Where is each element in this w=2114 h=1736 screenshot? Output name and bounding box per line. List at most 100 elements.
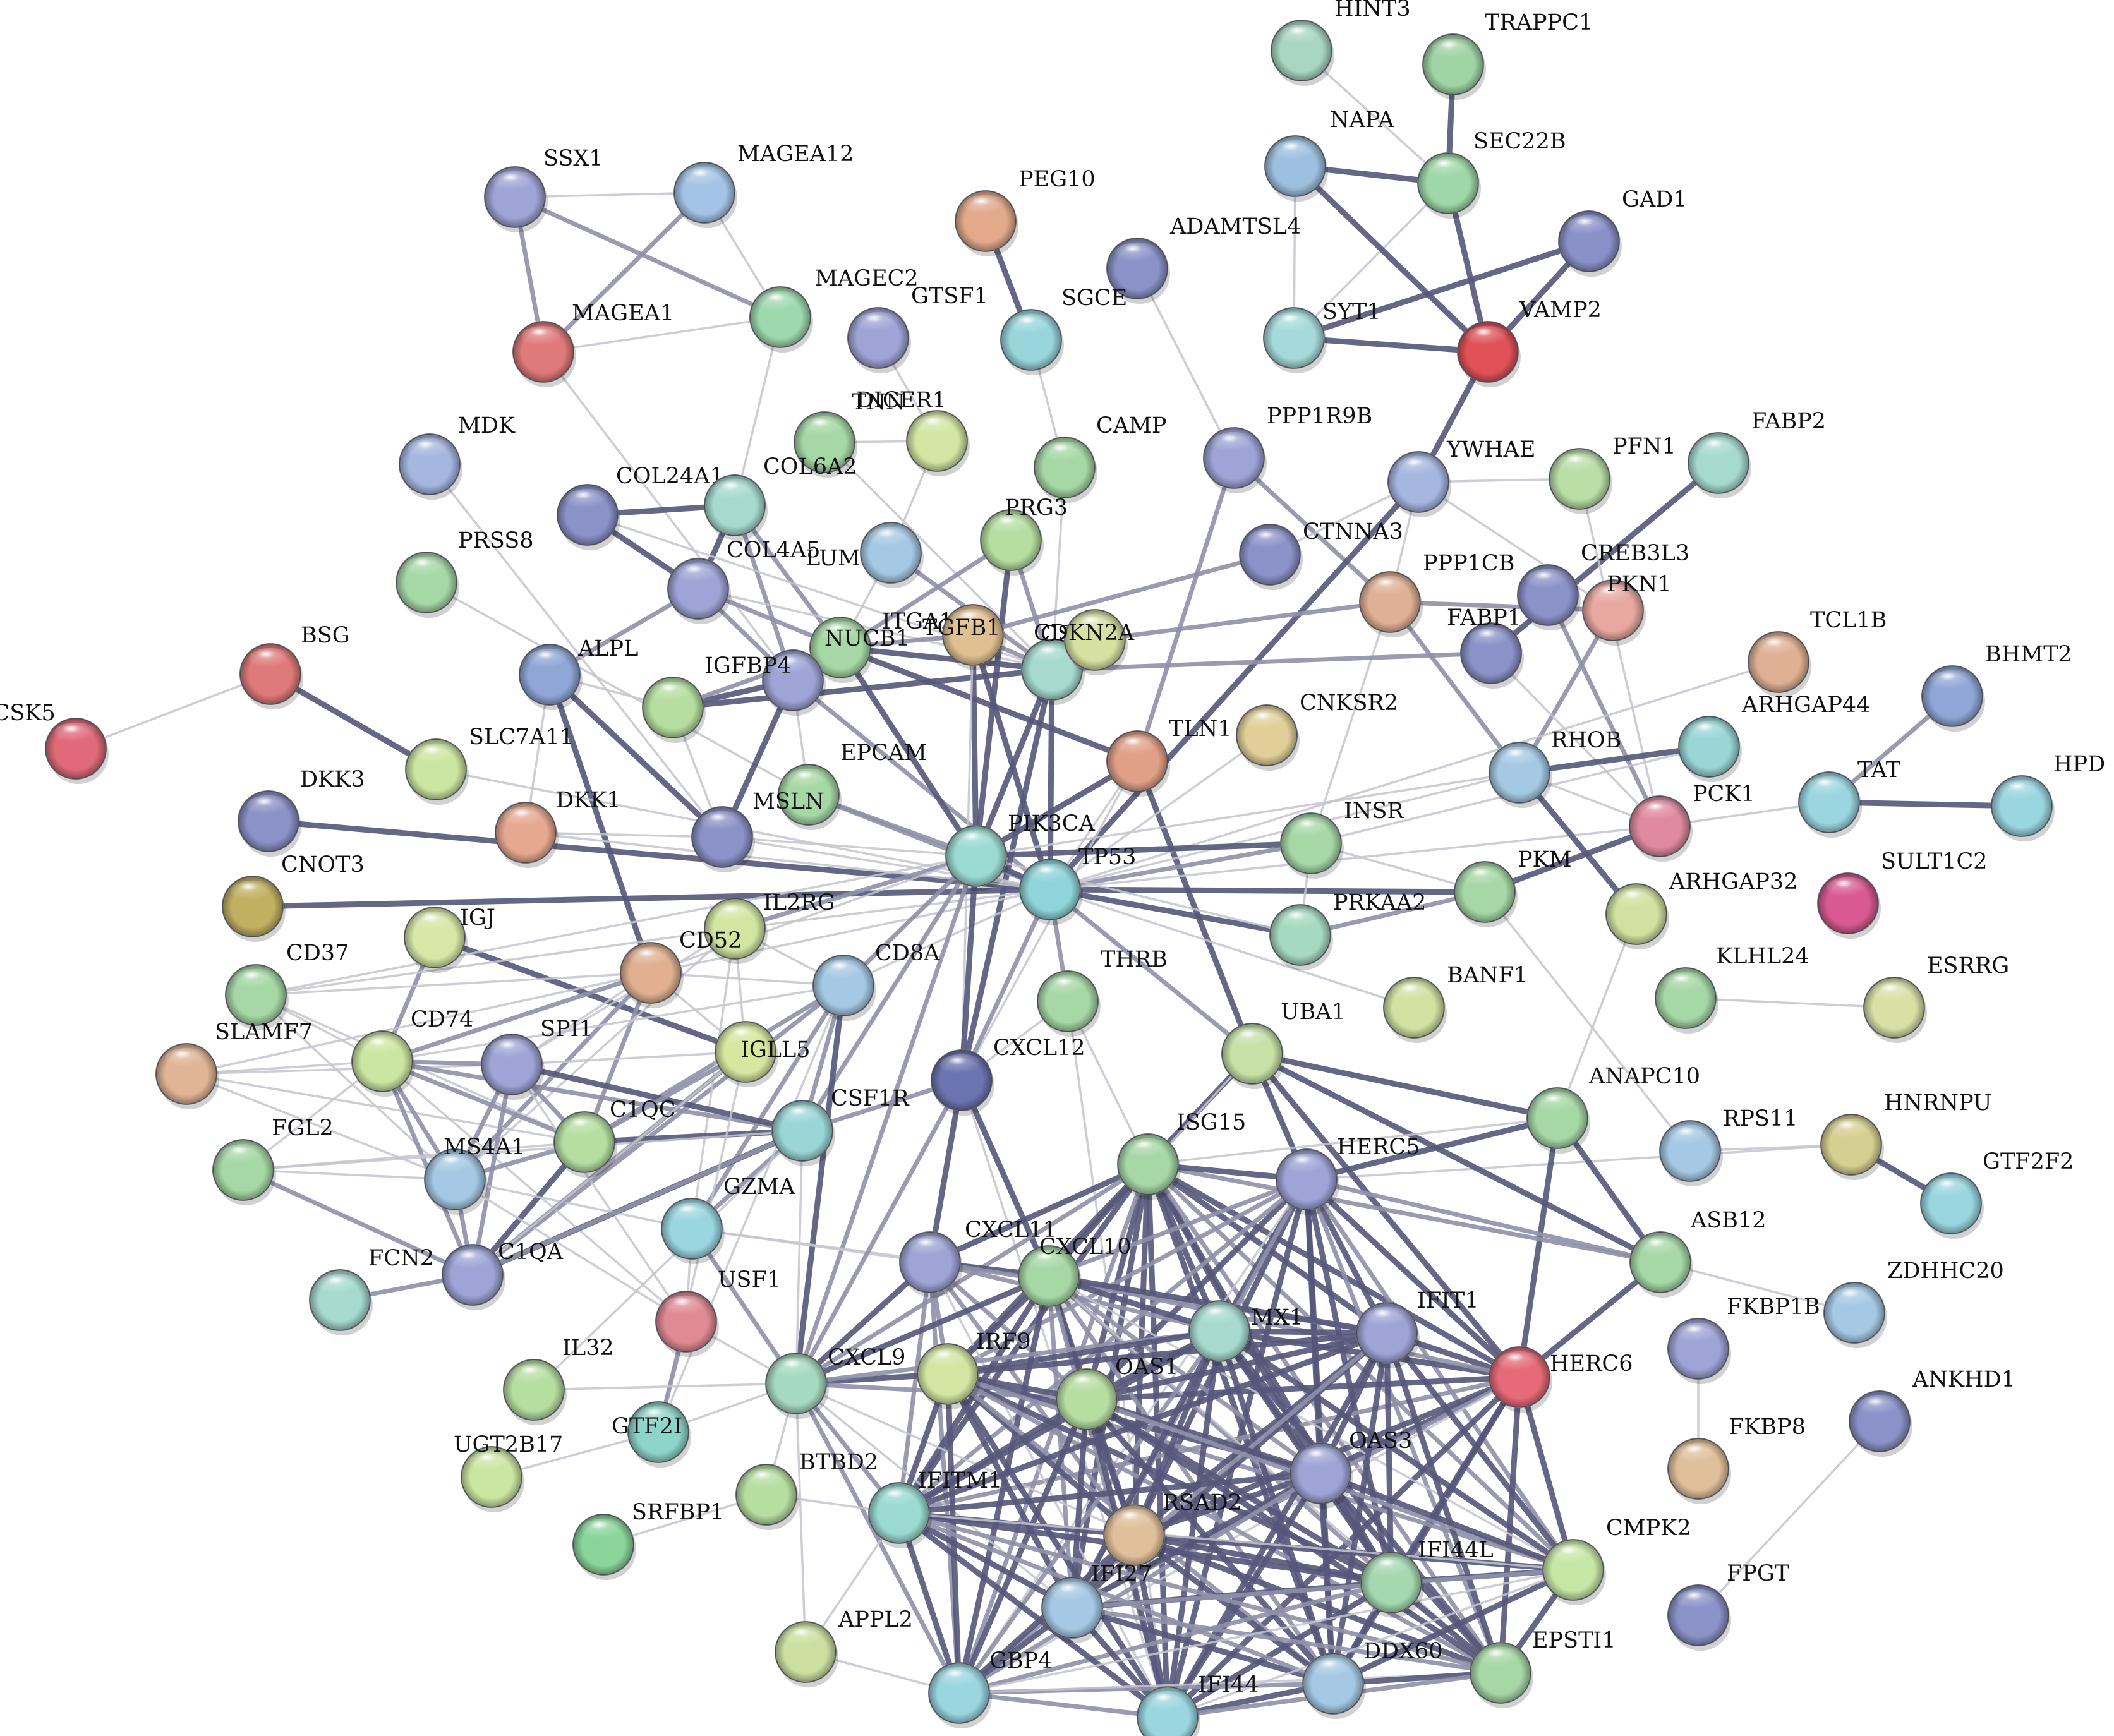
node-slamf7[interactable]: SLAMF7	[155, 1020, 313, 1109]
node-dkk1[interactable]: DKK1	[495, 788, 621, 868]
node-btbd2[interactable]: BTBD2	[735, 1450, 878, 1530]
node-usf1[interactable]: USF1	[655, 1267, 781, 1357]
node-gbp4[interactable]: GBP4	[928, 1648, 1053, 1728]
node-syt1[interactable]: SYT1	[1263, 299, 1381, 373]
node-tgfb1[interactable]: TGFB1	[922, 604, 1006, 670]
node-ssx1[interactable]: SSX1	[484, 146, 603, 232]
node-cnksr2[interactable]: CNKSR2	[1236, 690, 1398, 771]
node-col6a2[interactable]: COL6A2	[704, 454, 857, 541]
node-creb3l3[interactable]: CREB3L3	[1517, 541, 1689, 630]
node-oas3[interactable]: OAS3	[1290, 1428, 1412, 1509]
node-hint3[interactable]: HINT3	[1271, 0, 1411, 86]
node-tln1[interactable]: TLN1	[1106, 716, 1231, 797]
node-arhgap32[interactable]: ARHGAP32	[1605, 869, 1797, 949]
node-klhl24[interactable]: KLHL24	[1655, 944, 1809, 1034]
node-col4a5[interactable]: COL4A5	[667, 538, 821, 624]
node-oas1[interactable]: OAS1	[1056, 1354, 1178, 1435]
node-gad1[interactable]: GAD1	[1558, 187, 1688, 277]
node-pcsk5[interactable]: PCSK5	[0, 701, 109, 784]
node-ifit1[interactable]: IFIT1	[1356, 1288, 1479, 1368]
node-prg3[interactable]: PRG3	[980, 495, 1068, 576]
node-appl2[interactable]: APPL2	[775, 1607, 913, 1687]
node-camp[interactable]: CAMP	[1034, 413, 1166, 503]
node-peg10[interactable]: PEG10	[955, 167, 1096, 256]
node-banf1[interactable]: BANF1	[1383, 963, 1528, 1043]
node-alpl[interactable]: ALPL	[519, 636, 638, 710]
node-sec22b[interactable]: SEC22B	[1417, 129, 1566, 219]
node-csf1r[interactable]: CSF1R	[771, 1086, 910, 1166]
node-ifitm1[interactable]: IFITM1	[868, 1468, 1002, 1548]
node-ugt2b17[interactable]: UGT2B17	[454, 1432, 563, 1512]
node-rhob[interactable]: RHOB	[1489, 728, 1621, 808]
node-ankhd1[interactable]: ANKHD1	[1849, 1367, 2015, 1457]
node-zdhhc20[interactable]: ZDHHC20	[1823, 1258, 2004, 1348]
node-cd8a[interactable]: CD8A	[812, 941, 940, 1021]
node-fpgt[interactable]: FPGT	[1667, 1561, 1789, 1651]
node-fcn2[interactable]: FCN2	[309, 1246, 434, 1335]
node-cmpk2[interactable]: CMPK2	[1542, 1516, 1691, 1605]
node-sult1c2[interactable]: SULT1C2	[1817, 849, 1988, 939]
node-herc5[interactable]: HERC5	[1276, 1135, 1420, 1215]
node-ifi44l[interactable]: IFI44L	[1360, 1538, 1494, 1618]
node-cd37[interactable]: CD37	[225, 941, 349, 1030]
node-fkbp8[interactable]: FKBP8	[1667, 1414, 1806, 1504]
node-adamtsl4[interactable]: ADAMTSL4	[1106, 214, 1301, 304]
node-ifi27[interactable]: IFI27	[1041, 1562, 1152, 1643]
node-prkaa2[interactable]: PRKAA2	[1269, 890, 1426, 970]
node-msln[interactable]: MSLN	[691, 789, 824, 872]
node-bsg[interactable]: BSG	[239, 623, 350, 709]
node-gzma[interactable]: GZMA	[661, 1174, 795, 1264]
node-c1qa[interactable]: C1QA	[442, 1239, 564, 1310]
node-trappc1[interactable]: TRAPPC1	[1422, 10, 1593, 100]
node-ddx60[interactable]: DDX60	[1302, 1639, 1443, 1719]
node-spi1[interactable]: SPI1	[481, 1016, 593, 1100]
node-esrrg[interactable]: ESRRG	[1863, 953, 2009, 1043]
node-sgce[interactable]: SGCE	[1000, 286, 1127, 375]
node-irf9[interactable]: IRF9	[917, 1329, 1031, 1409]
node-isg15[interactable]: ISG15	[1117, 1110, 1246, 1200]
node-srfbp1[interactable]: SRFBP1	[572, 1500, 724, 1580]
node-igj[interactable]: IGJ	[404, 905, 495, 973]
node-hnrnpu[interactable]: HNRNPU	[1820, 1090, 1992, 1180]
node-pkm[interactable]: PKM	[1454, 847, 1572, 927]
node-cxcl9[interactable]: CXCL9	[765, 1345, 905, 1419]
node-tcl1b[interactable]: TCL1B	[1748, 608, 1887, 697]
node-cdkn2a[interactable]: CDKN2A	[1034, 609, 1135, 675]
node-cxcl12[interactable]: CXCL12	[931, 1035, 1085, 1116]
node-pkn1[interactable]: PKN1	[1582, 572, 1672, 646]
node-magec2[interactable]: MAGEC2	[749, 266, 919, 353]
node-cnot3[interactable]: CNOT3	[222, 852, 365, 942]
node-ywhae[interactable]: YWHAE	[1387, 437, 1535, 517]
node-rsad2[interactable]: RSAD2	[1103, 1490, 1242, 1570]
node-itga1[interactable]: ITGA1	[809, 609, 953, 683]
node-herc6[interactable]: HERC6	[1489, 1346, 1633, 1413]
node-pck1[interactable]: PCK1	[1629, 781, 1755, 862]
node-anapc10[interactable]: ANAPC10	[1526, 1064, 1700, 1154]
node-gtf2i[interactable]: GTF2I	[612, 1401, 691, 1468]
node-c1qc[interactable]: C1QC	[553, 1097, 676, 1178]
node-pik3ca[interactable]: PIK3CA	[945, 811, 1096, 891]
node-bhmt2[interactable]: BHMT2	[1921, 642, 2072, 732]
node-napa[interactable]: NAPA	[1264, 107, 1394, 202]
node-dkk3[interactable]: DKK3	[238, 767, 365, 857]
node-pfn1[interactable]: PFN1	[1549, 434, 1676, 514]
node-ppp1cb[interactable]: PPP1CB	[1359, 551, 1514, 637]
node-nucb1[interactable]: NUCB1	[762, 626, 910, 716]
node-tp53[interactable]: TP53	[1019, 845, 1136, 925]
node-vamp2[interactable]: VAMP2	[1457, 298, 1602, 387]
node-cd52[interactable]: CD52	[620, 928, 742, 1008]
node-prss8[interactable]: PRSS8	[396, 528, 534, 618]
node-asb12[interactable]: ASB12	[1629, 1208, 1767, 1298]
node-fgl2[interactable]: FGL2	[212, 1116, 334, 1205]
node-igfbp4[interactable]: IGFBP4	[642, 653, 792, 743]
node-mx1[interactable]: MX1	[1188, 1300, 1303, 1366]
node-igll5[interactable]: IGLL5	[715, 1021, 811, 1087]
node-slc7a11[interactable]: SLC7A11	[405, 725, 574, 805]
node-ms4a1[interactable]: MS4A1	[424, 1135, 526, 1215]
node-insr[interactable]: INSR	[1280, 799, 1404, 879]
node-magea12[interactable]: MAGEA12	[673, 142, 854, 228]
node-il32[interactable]: IL32	[503, 1335, 614, 1425]
node-ctnna3[interactable]: CTNNA3	[1239, 519, 1403, 590]
node-cd74[interactable]: CD74	[351, 1007, 473, 1097]
node-mdk[interactable]: MDK	[399, 413, 516, 500]
